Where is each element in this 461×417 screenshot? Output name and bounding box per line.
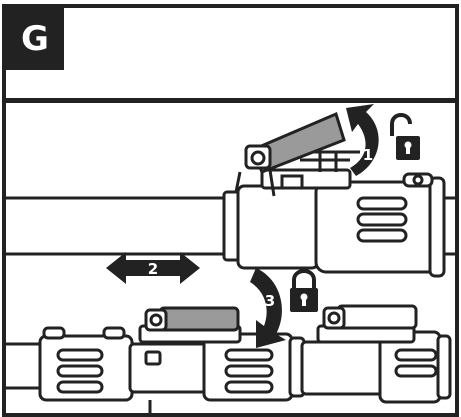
lower-clamp-lever-closed xyxy=(144,304,418,332)
panel-border xyxy=(2,4,459,417)
callout-2-number: 2 xyxy=(148,260,158,278)
locked-padlock-icon xyxy=(290,269,318,312)
callout-3-number: 3 xyxy=(265,292,275,310)
callout-1-number: 1 xyxy=(363,146,373,164)
upper-tube-assembly xyxy=(6,150,457,278)
callout-2-arrow: 2 xyxy=(106,252,200,284)
upper-clamp-lever-open xyxy=(234,111,346,197)
callout-3-arrow: 3 xyxy=(250,268,286,348)
step-letter-badge: G xyxy=(6,8,64,70)
header-divider xyxy=(4,98,457,103)
callout-1-arrow: 1 xyxy=(346,104,379,176)
lower-tube-assembly xyxy=(6,324,452,414)
unlocked-padlock-icon xyxy=(390,113,420,160)
